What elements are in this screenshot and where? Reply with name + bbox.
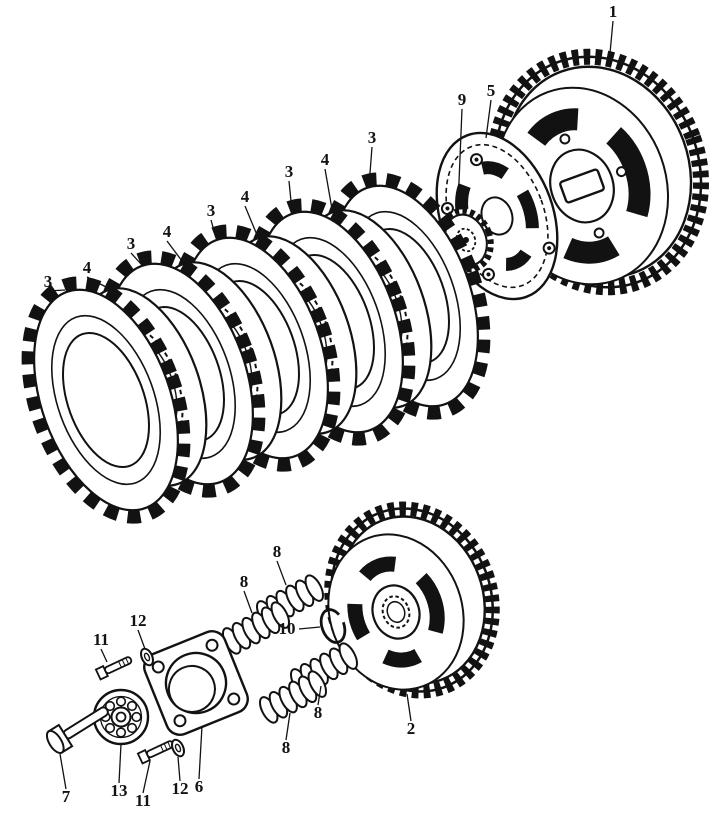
leader-line xyxy=(457,108,463,207)
callout-11a: 11 xyxy=(93,630,109,649)
leader-line xyxy=(298,626,321,630)
callout-8d: 8 xyxy=(282,738,291,757)
callout-8c: 8 xyxy=(314,703,323,722)
leader-line xyxy=(100,648,108,663)
callout-11b: 11 xyxy=(135,791,151,810)
washer-2 xyxy=(168,736,188,760)
callout-5: 5 xyxy=(487,81,496,100)
bolt-2 xyxy=(136,737,177,765)
clutch-plate-stack xyxy=(0,157,514,538)
callout-12b: 12 xyxy=(172,779,189,798)
leader-line xyxy=(244,205,258,236)
callout-13: 13 xyxy=(111,781,128,800)
callout-4a: 4 xyxy=(321,150,330,169)
callout-1: 1 xyxy=(609,2,618,21)
bolt-1 xyxy=(94,653,135,681)
callout-4b: 4 xyxy=(241,187,250,206)
leader-line xyxy=(142,760,151,794)
leader-line xyxy=(118,743,122,784)
callout-3a: 3 xyxy=(368,128,377,147)
callout-3c: 3 xyxy=(207,201,216,220)
callout-2: 2 xyxy=(407,719,416,738)
clutch-center xyxy=(324,501,500,699)
callout-4d: 4 xyxy=(83,258,92,277)
leader-line xyxy=(288,180,293,212)
callout-8a: 8 xyxy=(273,542,282,561)
leader-line xyxy=(177,756,181,782)
callout-3d: 3 xyxy=(127,234,136,253)
lifter-rod xyxy=(45,706,109,755)
leader-lines xyxy=(47,20,614,794)
callout-10: 10 xyxy=(279,619,296,638)
snap-ring xyxy=(319,608,347,644)
leader-line xyxy=(47,289,66,292)
leader-line xyxy=(368,146,373,187)
callout-12a: 12 xyxy=(130,611,147,630)
spring-post-icon xyxy=(440,153,556,281)
callout-4c: 4 xyxy=(163,222,172,241)
leader-line xyxy=(608,20,614,65)
leader-line xyxy=(276,560,287,586)
leader-line xyxy=(285,712,291,741)
leader-line xyxy=(130,252,142,265)
leader-line xyxy=(243,590,253,614)
leader-line xyxy=(137,629,146,650)
leader-line xyxy=(86,276,107,288)
callout-labels: 1 5 9 3 4 3 4 3 4 3 4 3 8 8 10 8 8 2 12 … xyxy=(44,2,618,810)
callout-3b: 3 xyxy=(285,162,294,181)
callout-9: 9 xyxy=(458,90,467,109)
leader-line xyxy=(324,168,333,210)
washer-1 xyxy=(137,645,157,669)
leader-line xyxy=(317,685,322,706)
callout-6: 6 xyxy=(195,777,204,796)
callout-8b: 8 xyxy=(240,572,249,591)
callout-3e: 3 xyxy=(44,272,53,291)
leader-line xyxy=(406,693,412,722)
callout-7: 7 xyxy=(62,787,71,806)
leader-line xyxy=(59,753,67,790)
release-bearing xyxy=(92,688,150,746)
lifter-plate xyxy=(143,630,249,736)
leader-line xyxy=(485,99,492,139)
leader-line xyxy=(166,240,183,262)
leader-line xyxy=(198,725,203,780)
leader-line xyxy=(210,219,217,239)
